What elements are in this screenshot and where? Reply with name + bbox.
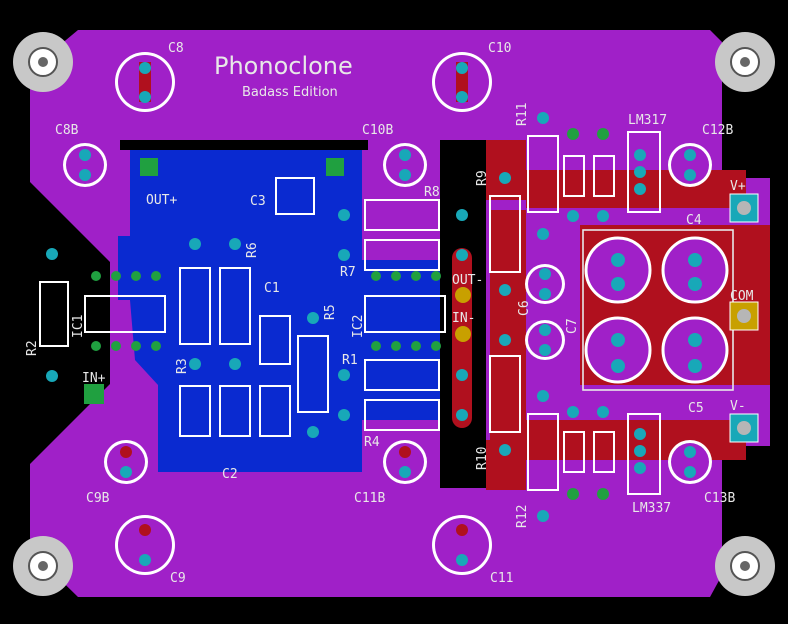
label-c4: C4 bbox=[686, 213, 702, 228]
bottom-copper-right bbox=[362, 260, 440, 420]
small-capacitors bbox=[63, 52, 712, 575]
label-r3: R3 bbox=[175, 358, 190, 374]
cap-c9 bbox=[115, 515, 175, 575]
regulators bbox=[627, 131, 661, 495]
label-c10b: C10B bbox=[362, 123, 393, 138]
power-traces bbox=[452, 140, 770, 490]
label-c8: C8 bbox=[168, 41, 184, 56]
label-c11b: C11B bbox=[354, 491, 385, 506]
label-r7: R7 bbox=[340, 265, 356, 280]
label-r5: R5 bbox=[323, 304, 338, 320]
label-c10: C10 bbox=[488, 41, 511, 56]
diodes bbox=[563, 128, 615, 500]
label-r4: R4 bbox=[364, 435, 380, 450]
label-r11: R11 bbox=[515, 103, 530, 126]
label-in-minus: IN- bbox=[452, 311, 475, 326]
label-com: COM bbox=[730, 289, 754, 304]
label-r12: R12 bbox=[515, 505, 530, 528]
label-c8b: C8B bbox=[55, 123, 79, 138]
label-r9: R9 bbox=[475, 170, 490, 186]
cap-c10b bbox=[383, 143, 427, 187]
label-c3: C3 bbox=[250, 194, 266, 209]
label-c12b: C12B bbox=[702, 123, 733, 138]
label-lm337: LM337 bbox=[632, 501, 671, 516]
label-c5: C5 bbox=[688, 401, 704, 416]
label-r1: R1 bbox=[342, 353, 358, 368]
label-c6: C6 bbox=[517, 300, 532, 316]
label-out-plus: OUT+ bbox=[146, 193, 177, 208]
board-subtitle: Badass Edition bbox=[242, 85, 338, 100]
mounting-holes bbox=[13, 32, 775, 596]
cap-c11 bbox=[432, 515, 492, 575]
label-c13b: C13B bbox=[704, 491, 735, 506]
cap-c13b bbox=[668, 440, 712, 484]
connectors bbox=[84, 193, 759, 443]
cap-c6 bbox=[525, 264, 565, 304]
label-ic1: IC1 bbox=[71, 315, 86, 338]
cap-c10 bbox=[432, 52, 492, 112]
board-title: Phonoclone bbox=[214, 52, 353, 80]
filter-capacitors bbox=[582, 229, 734, 391]
label-r2: R2 bbox=[25, 340, 40, 356]
label-v-plus: V+ bbox=[730, 179, 746, 194]
label-v-minus: V- bbox=[730, 399, 746, 414]
label-c7: C7 bbox=[565, 318, 580, 334]
label-r8: R8 bbox=[424, 185, 440, 200]
cap-c8 bbox=[115, 52, 175, 112]
black-top-strip bbox=[120, 140, 368, 150]
cap-c12b bbox=[668, 143, 712, 187]
label-c11: C11 bbox=[490, 571, 513, 586]
ic-packages bbox=[84, 271, 446, 351]
label-in-plus: IN+ bbox=[82, 371, 106, 386]
label-r10: R10 bbox=[475, 447, 490, 470]
label-out-minus: OUT- bbox=[452, 273, 483, 288]
label-c1: C1 bbox=[264, 281, 280, 296]
label-ic2: IC2 bbox=[351, 315, 366, 338]
cap-c11b bbox=[383, 440, 427, 484]
label-c9: C9 bbox=[170, 571, 186, 586]
film-capacitors bbox=[140, 158, 344, 437]
cap-c8b bbox=[63, 143, 107, 187]
resistors bbox=[39, 112, 559, 522]
label-lm317: LM317 bbox=[628, 113, 667, 128]
label-c9b: C9B bbox=[86, 491, 110, 506]
label-c2: C2 bbox=[222, 467, 238, 482]
cap-c7 bbox=[525, 320, 565, 360]
cap-c9b bbox=[104, 440, 148, 484]
label-r6: R6 bbox=[245, 242, 260, 258]
